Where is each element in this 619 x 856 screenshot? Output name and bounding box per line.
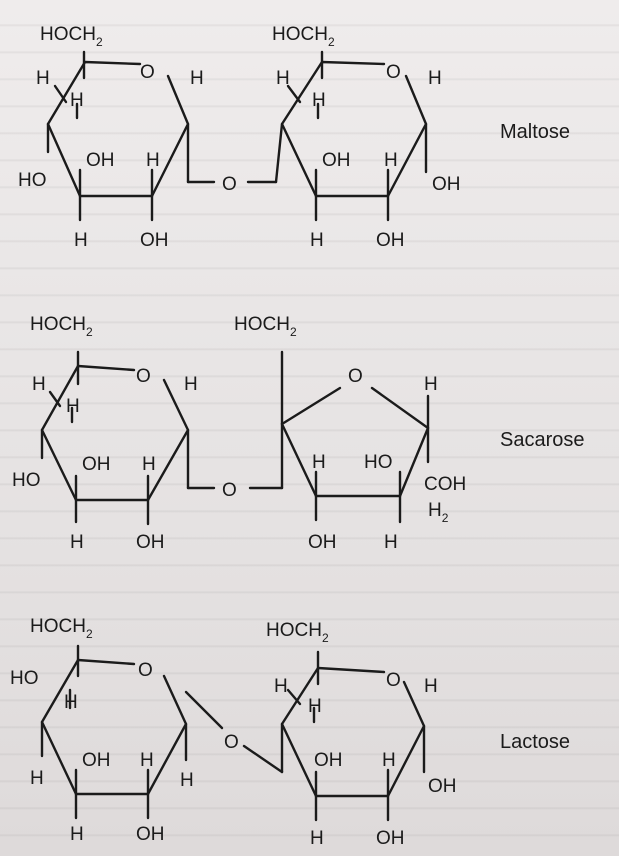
lactose-u2-h-mid: H [382,750,396,771]
lactose-u1-oh-mid: OH [82,750,111,771]
maltose-structure: HOCH2 O H H H HO OH H H OH O HOCH2 O H H… [18,24,570,251]
maltose-u2-h-bottom: H [310,230,324,251]
maltose-u1-oh-bottom: OH [140,230,169,251]
lactose-u1-ho-top-left: HO [10,668,39,689]
lactose-u2-hoch2-label: HOCH2 [266,620,329,645]
lactose-u2-h-bottom: H [310,828,324,849]
maltose-u1-oh-mid: OH [86,150,115,171]
maltose-u1-h-bottom: H [74,230,88,251]
sacarose-structure: HOCH2 O H H H HO OH H H OH O HOCH2 O H H… [12,314,585,553]
sacarose-name: Sacarose [500,429,585,451]
maltose-u2-h-top-left: H [276,68,290,89]
lactose-u1-oh-bottom: OH [136,824,165,845]
maltose-u2-oh-mid: OH [322,150,351,171]
sacarose-u1-oh-mid: OH [82,454,111,475]
lactose-u1-h-mid: H [140,750,154,771]
maltose-glycosidic-oxygen: O [222,174,237,195]
maltose-u1-h-inner: H [70,90,84,111]
sacarose-u1-ring-oxygen: O [136,366,151,387]
lactose-structure: HOCH2 O HO H OH H H H H OH O HOCH2 O H H… [10,616,570,849]
lactose-u2-oh-right: OH [428,776,457,797]
sacarose-u2-ring-oxygen: O [348,366,363,387]
lactose-ring1-bonds [40,658,188,796]
sacarose-u1-ho-left: HO [12,470,41,491]
sacarose-u2-coh-h2: H2 [428,500,449,525]
maltose-u2-h-top-right: H [428,68,442,89]
lactose-u2-h-top-left: H [274,676,288,697]
maltose-u2-oh-right: OH [432,174,461,195]
sacarose-u1-h-mid: H [142,454,156,475]
lactose-u1-h-bottom: H [70,824,84,845]
lactose-u1-h-left: H [30,768,44,789]
sacarose-u1-hoch2-label: HOCH2 [30,314,93,339]
maltose-u2-h-mid: H [384,150,398,171]
lactose-u2-ring-oxygen: O [386,670,401,691]
sacarose-u2-h-top-right: H [424,374,438,395]
lactose-glycosidic-oxygen: O [224,732,239,753]
maltose-u2-hoch2-label: HOCH2 [272,24,335,49]
maltose-name: Maltose [500,121,570,143]
maltose-ring1-bonds [46,60,190,198]
maltose-u1-ho-left: HO [18,170,47,191]
sacarose-u2-h-bottom: H [384,532,398,553]
sacarose-ring2-bonds [280,386,342,490]
sacarose-ring1-bonds [40,364,190,502]
sacarose-u1-h-bottom: H [70,532,84,553]
sacarose-u1-oh-bottom: OH [136,532,165,553]
lactose-name: Lactose [500,731,570,753]
sacarose-glycosidic-oxygen: O [222,480,237,501]
lactose-u2-h-inner: H [308,696,322,717]
maltose-u1-ring-oxygen: O [140,62,155,83]
maltose-u1-h-top-right: H [190,68,204,89]
lactose-u2-oh-bottom: OH [376,828,405,849]
maltose-u1-h-mid: H [146,150,160,171]
sacarose-u1-h-top-right: H [184,374,198,395]
sacarose-u1-h-inner: H [66,396,80,417]
maltose-ring2-bonds [280,60,428,198]
maltose-u1-h-top-left: H [36,68,50,89]
sacarose-u2-coh: COH [424,474,466,495]
sacarose-u2-h-mid: H [312,452,326,473]
lactose-u1-h-right: H [180,770,194,791]
lactose-u1-ring-oxygen: O [138,660,153,681]
lactose-u1-hoch2-label: HOCH2 [30,616,93,641]
maltose-u1-hoch2-label: HOCH2 [40,24,103,49]
sacarose-u2-hoch2-label: HOCH2 [234,314,297,339]
sacarose-u1-h-top-left: H [32,374,46,395]
maltose-u2-oh-bottom: OH [376,230,405,251]
sacarose-u2-oh-bottom: OH [308,532,337,553]
lactose-u2-oh-mid: OH [314,750,343,771]
maltose-u2-h-inner: H [312,90,326,111]
maltose-u2-ring-oxygen: O [386,62,401,83]
lactose-u2-h-top-right: H [424,676,438,697]
lactose-ring2-bonds [280,666,426,798]
lactose-u1-h-inner: H [64,692,78,713]
sacarose-u2-ho-mid: HO [364,452,393,473]
